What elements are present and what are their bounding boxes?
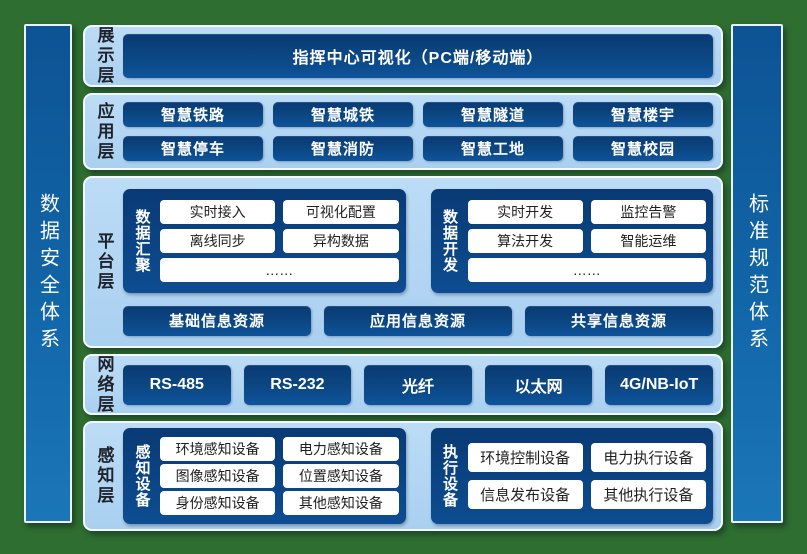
layer-stack: 展示层 指挥中心可视化（PC端/移动端） 应用层 智慧铁路 智慧城铁 智慧隧道 … bbox=[83, 25, 723, 531]
execution-chip-grid: 环境控制设备 电力执行设备 信息发布设备 其他执行设备 bbox=[467, 434, 706, 518]
resource-row: 基础信息资源 应用信息资源 共享信息资源 bbox=[123, 305, 713, 336]
app-box-smart-fire: 智慧消防 bbox=[273, 136, 413, 161]
platform-groups: 数据汇聚 实时接入 可视化配置 离线同步 异构数据 …… 数据开发 bbox=[123, 188, 713, 293]
chip-realtime-dev: 实时开发 bbox=[467, 199, 583, 224]
network-box-rs232: RS-232 bbox=[243, 364, 352, 405]
application-layer-content: 智慧铁路 智慧城铁 智慧隧道 智慧楼宇 智慧停车 智慧消防 智慧工地 智慧校园 bbox=[123, 101, 713, 162]
chip-position-sensing: 位置感知设备 bbox=[283, 464, 399, 488]
chip-heterogeneous-data: 异构数据 bbox=[283, 228, 399, 253]
resource-box-basic-info: 基础信息资源 bbox=[123, 305, 311, 336]
group-sensing-devices-label-column: 感知设备 bbox=[130, 434, 154, 518]
chip-other-exec: 其他执行设备 bbox=[590, 480, 706, 510]
group-data-aggregation: 数据汇聚 实时接入 可视化配置 离线同步 异构数据 …… bbox=[123, 188, 406, 293]
network-box-rs485: RS-485 bbox=[123, 364, 231, 405]
resource-box-app-info: 应用信息资源 bbox=[324, 305, 512, 336]
display-layer-label-column: 展示层 bbox=[85, 26, 123, 86]
network-box-4g-nbiot: 4G/NB-IoT bbox=[605, 364, 713, 405]
chip-realtime-access: 实时接入 bbox=[160, 199, 276, 224]
perception-layer-label-column: 感知层 bbox=[85, 446, 123, 506]
app-box-smart-tunnel: 智慧隧道 bbox=[423, 102, 563, 127]
sensing-chip-grid: 环境感知设备 电力感知设备 图像感知设备 位置感知设备 身份感知设备 其他感知设… bbox=[160, 434, 399, 518]
data-aggregation-chip-grid: 实时接入 可视化配置 离线同步 异构数据 …… bbox=[160, 195, 399, 287]
layer-panel-network: 网络层 RS-485 RS-232 光纤 以太网 4G/NB-IoT bbox=[83, 354, 723, 415]
group-execution-devices-label: 执行设备 bbox=[441, 444, 458, 508]
chip-visual-config: 可视化配置 bbox=[283, 199, 399, 224]
chip-power-exec: 电力执行设备 bbox=[590, 442, 706, 472]
group-data-development: 数据开发 实时开发 监控告警 算法开发 智能运维 …… bbox=[430, 188, 713, 293]
app-box-smart-building: 智慧楼宇 bbox=[573, 102, 713, 127]
chip-info-publish: 信息发布设备 bbox=[467, 480, 583, 510]
chip-env-sensing: 环境感知设备 bbox=[160, 437, 276, 461]
app-box-smart-parking: 智慧停车 bbox=[123, 136, 263, 161]
application-grid: 智慧铁路 智慧城铁 智慧隧道 智慧楼宇 智慧停车 智慧消防 智慧工地 智慧校园 bbox=[123, 102, 713, 161]
application-layer-label: 应用层 bbox=[94, 101, 114, 162]
display-layer-content: 指挥中心可视化（PC端/移动端） bbox=[123, 33, 713, 79]
display-layer-label: 展示层 bbox=[94, 26, 114, 86]
pillar-data-security: 数据安全体系 bbox=[24, 24, 72, 523]
chip-development-ellipsis: …… bbox=[467, 257, 706, 282]
chip-aggregation-ellipsis: …… bbox=[160, 257, 399, 282]
app-box-smart-metro: 智慧城铁 bbox=[273, 102, 413, 127]
chip-power-sensing: 电力感知设备 bbox=[283, 437, 399, 461]
chip-identity-sensing: 身份感知设备 bbox=[160, 491, 276, 515]
resource-box-shared-info: 共享信息资源 bbox=[525, 305, 713, 336]
chip-monitor-alert: 监控告警 bbox=[590, 199, 706, 224]
group-sensing-devices: 感知设备 环境感知设备 电力感知设备 图像感知设备 位置感知设备 身份感知设备 … bbox=[123, 428, 406, 524]
perception-layer-content: 感知设备 环境感知设备 电力感知设备 图像感知设备 位置感知设备 身份感知设备 … bbox=[123, 428, 713, 524]
group-data-development-label-column: 数据开发 bbox=[438, 195, 462, 287]
platform-layer-label-column: 平台层 bbox=[85, 232, 123, 292]
platform-layer-content: 数据汇聚 实时接入 可视化配置 离线同步 异构数据 …… 数据开发 bbox=[123, 184, 713, 340]
group-execution-devices: 执行设备 环境控制设备 电力执行设备 信息发布设备 其他执行设备 bbox=[430, 428, 713, 524]
command-center-title-box: 指挥中心可视化（PC端/移动端） bbox=[123, 34, 713, 78]
layer-panel-perception: 感知层 感知设备 环境感知设备 电力感知设备 图像感知设备 位置感知设备 身份感… bbox=[83, 421, 723, 531]
chip-intelligent-ops: 智能运维 bbox=[590, 228, 706, 253]
app-box-smart-site: 智慧工地 bbox=[423, 136, 563, 161]
layer-panel-platform: 平台层 数据汇聚 实时接入 可视化配置 离线同步 异构数据 …… bbox=[83, 176, 723, 348]
pillar-data-security-label: 数据安全体系 bbox=[36, 192, 59, 355]
data-development-chip-grid: 实时开发 监控告警 算法开发 智能运维 …… bbox=[467, 195, 706, 287]
layer-panel-application: 应用层 智慧铁路 智慧城铁 智慧隧道 智慧楼宇 智慧停车 智慧消防 智慧工地 智… bbox=[83, 93, 723, 170]
network-layer-label-column: 网络层 bbox=[85, 355, 123, 415]
network-box-fiber: 光纤 bbox=[364, 364, 472, 405]
chip-offline-sync: 离线同步 bbox=[160, 228, 276, 253]
chip-other-sensing: 其他感知设备 bbox=[283, 491, 399, 515]
network-box-ethernet: 以太网 bbox=[484, 364, 593, 405]
pillar-standards-label: 标准规范体系 bbox=[745, 192, 768, 355]
network-layer-content: RS-485 RS-232 光纤 以太网 4G/NB-IoT bbox=[123, 362, 713, 407]
group-data-aggregation-label: 数据汇聚 bbox=[133, 208, 151, 273]
perception-groups: 感知设备 环境感知设备 电力感知设备 图像感知设备 位置感知设备 身份感知设备 … bbox=[123, 428, 713, 524]
pillar-standards: 标准规范体系 bbox=[731, 24, 783, 523]
network-grid: RS-485 RS-232 光纤 以太网 4G/NB-IoT bbox=[123, 364, 713, 405]
platform-layer-label: 平台层 bbox=[94, 232, 114, 292]
chip-algorithm-dev: 算法开发 bbox=[467, 228, 583, 253]
app-box-smart-campus: 智慧校园 bbox=[573, 136, 713, 161]
group-data-development-label: 数据开发 bbox=[441, 208, 458, 273]
group-data-aggregation-label-column: 数据汇聚 bbox=[130, 195, 154, 287]
group-sensing-devices-label: 感知设备 bbox=[133, 444, 151, 508]
chip-image-sensing: 图像感知设备 bbox=[160, 464, 276, 488]
application-layer-label-column: 应用层 bbox=[85, 102, 123, 162]
layer-panel-display: 展示层 指挥中心可视化（PC端/移动端） bbox=[83, 25, 723, 87]
network-layer-label: 网络层 bbox=[94, 354, 114, 415]
app-box-smart-railway: 智慧铁路 bbox=[123, 102, 263, 127]
perception-layer-label: 感知层 bbox=[94, 446, 114, 506]
chip-env-control: 环境控制设备 bbox=[467, 442, 583, 472]
group-execution-devices-label-column: 执行设备 bbox=[438, 434, 462, 518]
